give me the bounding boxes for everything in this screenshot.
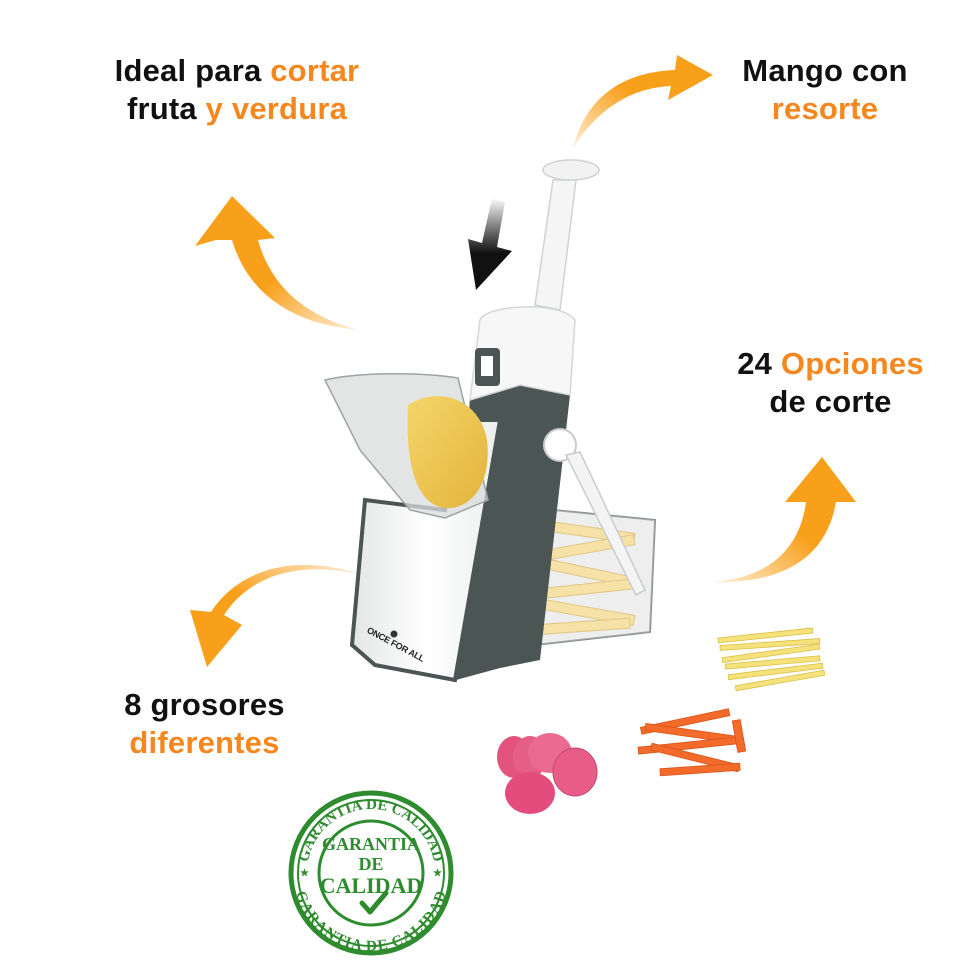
svg-text:★: ★	[433, 868, 442, 879]
caption-text: 24	[737, 346, 781, 381]
caption-accent-text: diferentes	[129, 725, 280, 760]
caption-text: Ideal para	[114, 53, 271, 88]
caption-text: Mango con	[742, 53, 908, 88]
stamp-line-2: DE	[358, 854, 383, 874]
checkmark-icon	[359, 890, 389, 915]
arrow-mid-right-icon	[712, 457, 856, 583]
caption-accent-text: cortar	[270, 53, 360, 88]
arrow-lower-left-icon	[190, 564, 362, 667]
caption-accent-text: resorte	[771, 91, 879, 126]
stamp-line-1: GARANTIA	[322, 834, 420, 854]
caption-accent-text: y verdura	[205, 91, 348, 126]
arrow-upper-right-icon	[573, 55, 713, 148]
caption-text: 8 grosores	[124, 687, 285, 722]
caption-accent-text: Opciones	[780, 346, 924, 381]
push-down-arrow-icon	[468, 198, 512, 290]
caption-spring-handle: Mango con resorte	[720, 52, 930, 128]
caption-thickness: 8 grosores diferentes	[102, 686, 307, 762]
caption-text: fruta	[126, 91, 206, 126]
caption-text: de corte	[769, 384, 892, 419]
mandoline-slicer	[323, 159, 657, 683]
potato-strips	[717, 627, 826, 692]
stamp-line-3: CALIDAD	[320, 873, 423, 898]
beet-slices	[497, 733, 598, 814]
quality-guarantee-stamp: GARANTIA DE CALIDAD GARANTIA DE CALIDAD …	[288, 790, 454, 956]
arrow-upper-left-icon	[195, 196, 360, 330]
carrot-sticks	[637, 708, 747, 777]
svg-text:★: ★	[300, 868, 309, 879]
caption-ideal-cutting: Ideal para cortar fruta y verdura	[92, 52, 382, 128]
caption-cut-options: 24 Opciones de corte	[718, 345, 943, 421]
